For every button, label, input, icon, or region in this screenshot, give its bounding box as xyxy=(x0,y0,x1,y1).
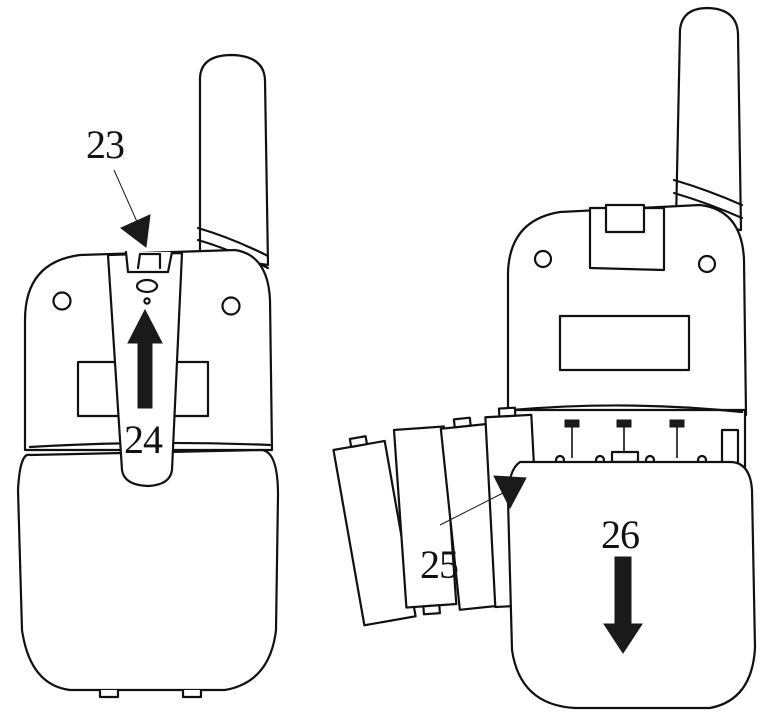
left-radio xyxy=(16,53,280,699)
left-lower-body xyxy=(16,448,280,692)
left-antenna-band xyxy=(196,226,270,258)
left-foot-left xyxy=(98,688,120,699)
arrow-25 xyxy=(439,475,527,526)
right-label-plate xyxy=(558,314,691,372)
right-screw-hole-left xyxy=(533,249,553,269)
callout-26: 26 xyxy=(601,512,640,557)
arrow-26 xyxy=(603,556,643,654)
left-clip-latch-inner xyxy=(136,252,162,270)
right-antenna xyxy=(674,6,743,232)
left-foot-right xyxy=(181,688,203,699)
left-screw-hole-left xyxy=(52,291,72,311)
left-antenna xyxy=(198,53,270,267)
left-clip-dot xyxy=(143,297,151,305)
right-connector-inner xyxy=(604,203,646,234)
callout-25: 25 xyxy=(420,542,459,587)
right-radio xyxy=(332,6,757,710)
left-screw-hole-right xyxy=(221,296,241,316)
callout-23: 23 xyxy=(86,122,125,167)
right-screw-hole-right xyxy=(697,254,717,274)
arrow-24 xyxy=(127,308,163,409)
right-antenna-band-2 xyxy=(672,191,744,220)
arrow-23 xyxy=(113,169,151,248)
compartment-rim xyxy=(510,404,744,414)
left-clip-slot xyxy=(135,278,159,294)
right-antenna-band xyxy=(672,178,744,207)
callout-24: 24 xyxy=(124,417,163,462)
